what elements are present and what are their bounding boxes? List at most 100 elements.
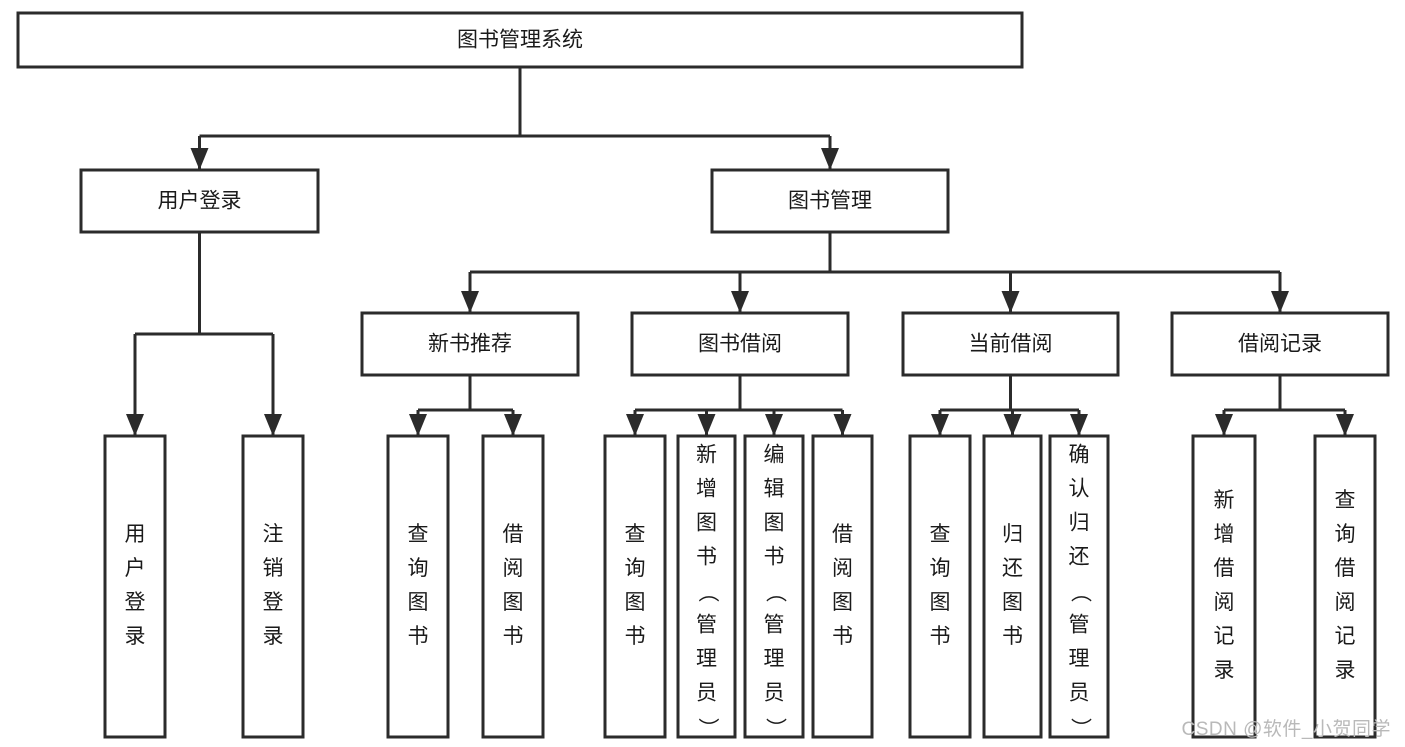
svg-text:图: 图 <box>832 591 853 614</box>
level2-node-2-label: 图书管理 <box>788 190 872 213</box>
leaf-current-borrow-3-box[interactable] <box>1048 434 1110 739</box>
svg-text:书: 书 <box>930 625 951 648</box>
svg-text:记: 记 <box>1335 625 1356 648</box>
svg-text:阅: 阅 <box>832 557 853 580</box>
svg-text:借: 借 <box>503 523 524 546</box>
svg-text:书: 书 <box>408 625 429 648</box>
svg-text:新: 新 <box>1214 489 1235 512</box>
leaf-book-borrow-1-box[interactable] <box>603 434 667 739</box>
level2-node-2-box[interactable] <box>710 168 950 234</box>
level3-node-1-label: 新书推荐 <box>428 333 512 356</box>
level3-node-4-box[interactable] <box>1170 311 1390 377</box>
svg-text:管: 管 <box>696 614 717 637</box>
svg-text:书: 书 <box>503 625 524 648</box>
level3-node-1-box[interactable] <box>360 311 580 377</box>
level3-node-2-label: 图书借阅 <box>698 333 782 356</box>
leaf-book-borrow-3-box[interactable] <box>743 434 805 739</box>
svg-text:询: 询 <box>408 557 429 580</box>
svg-text:查: 查 <box>1335 489 1356 512</box>
leaf-current-borrow-2-box[interactable] <box>982 434 1043 739</box>
leaf-current-borrow-1-box[interactable] <box>908 434 972 739</box>
root-node-box[interactable] <box>16 11 1024 69</box>
svg-text:认: 认 <box>1069 478 1090 501</box>
svg-text:确: 确 <box>1069 444 1090 467</box>
connector-lines-layer <box>126 67 1354 436</box>
svg-text:阅: 阅 <box>1335 591 1356 614</box>
leaf-book-borrow-2-box[interactable] <box>676 434 737 739</box>
svg-text:增: 增 <box>1214 523 1235 546</box>
svg-text:员: 员 <box>1069 682 1090 705</box>
svg-text:阅: 阅 <box>503 557 524 580</box>
svg-text:销: 销 <box>263 557 284 580</box>
svg-text:登: 登 <box>125 591 146 614</box>
svg-text:登: 登 <box>263 591 284 614</box>
svg-text:查: 查 <box>408 523 429 546</box>
svg-text:书: 书 <box>696 546 717 569</box>
svg-text:）: ） <box>1068 718 1091 739</box>
svg-text:图: 图 <box>1002 591 1023 614</box>
root-node-label: 图书管理系统 <box>457 29 583 52</box>
svg-text:图: 图 <box>696 512 717 535</box>
svg-text:询: 询 <box>930 557 951 580</box>
leaf-new-book-recommend-2-box[interactable] <box>481 434 545 739</box>
leaf-new-book-recommend-1-box[interactable] <box>386 434 450 739</box>
svg-text:图: 图 <box>930 591 951 614</box>
level3-node-3-box[interactable] <box>901 311 1120 377</box>
svg-text:（: （ <box>696 582 719 603</box>
svg-text:录: 录 <box>1214 659 1235 682</box>
svg-text:理: 理 <box>764 648 785 671</box>
svg-text:）: ） <box>763 718 786 739</box>
svg-text:（: （ <box>1068 582 1091 603</box>
leaf-borrow-record-2-box[interactable] <box>1313 434 1377 739</box>
svg-text:查: 查 <box>930 523 951 546</box>
svg-text:新: 新 <box>696 444 717 467</box>
leaf-book-borrow-4-box[interactable] <box>811 434 874 739</box>
svg-text:书: 书 <box>625 625 646 648</box>
svg-text:借: 借 <box>1335 557 1356 580</box>
svg-text:）: ） <box>696 718 719 739</box>
svg-text:用: 用 <box>125 523 146 546</box>
svg-text:还: 还 <box>1069 546 1090 569</box>
level3-node-4-label: 借阅记录 <box>1238 333 1322 356</box>
svg-text:书: 书 <box>1002 625 1023 648</box>
level3-node-2-box[interactable] <box>630 311 850 377</box>
svg-text:录: 录 <box>125 625 146 648</box>
svg-text:员: 员 <box>764 682 785 705</box>
leaf-user-login-1-box[interactable] <box>103 434 167 739</box>
svg-text:借: 借 <box>1214 557 1235 580</box>
svg-text:管: 管 <box>1069 614 1090 637</box>
svg-text:还: 还 <box>1002 557 1023 580</box>
svg-text:查: 查 <box>625 523 646 546</box>
svg-text:增: 增 <box>696 478 717 501</box>
svg-text:图: 图 <box>764 512 785 535</box>
svg-text:书: 书 <box>832 625 853 648</box>
leaf-borrow-record-1-box[interactable] <box>1191 434 1257 739</box>
level2-node-1-label: 用户登录 <box>158 190 242 213</box>
svg-text:辑: 辑 <box>764 478 785 501</box>
svg-text:（: （ <box>763 582 786 603</box>
leaf-user-login-1-label: 用户登录 <box>125 523 146 648</box>
svg-text:管: 管 <box>764 614 785 637</box>
svg-text:记: 记 <box>1214 625 1235 648</box>
svg-text:书: 书 <box>764 546 785 569</box>
leaf-user-login-2-box[interactable] <box>241 434 305 739</box>
svg-text:员: 员 <box>696 682 717 705</box>
svg-text:借: 借 <box>832 523 853 546</box>
svg-text:录: 录 <box>263 625 284 648</box>
level2-node-1-box[interactable] <box>79 168 320 234</box>
svg-text:图: 图 <box>625 591 646 614</box>
svg-text:归: 归 <box>1069 512 1090 535</box>
svg-text:询: 询 <box>625 557 646 580</box>
